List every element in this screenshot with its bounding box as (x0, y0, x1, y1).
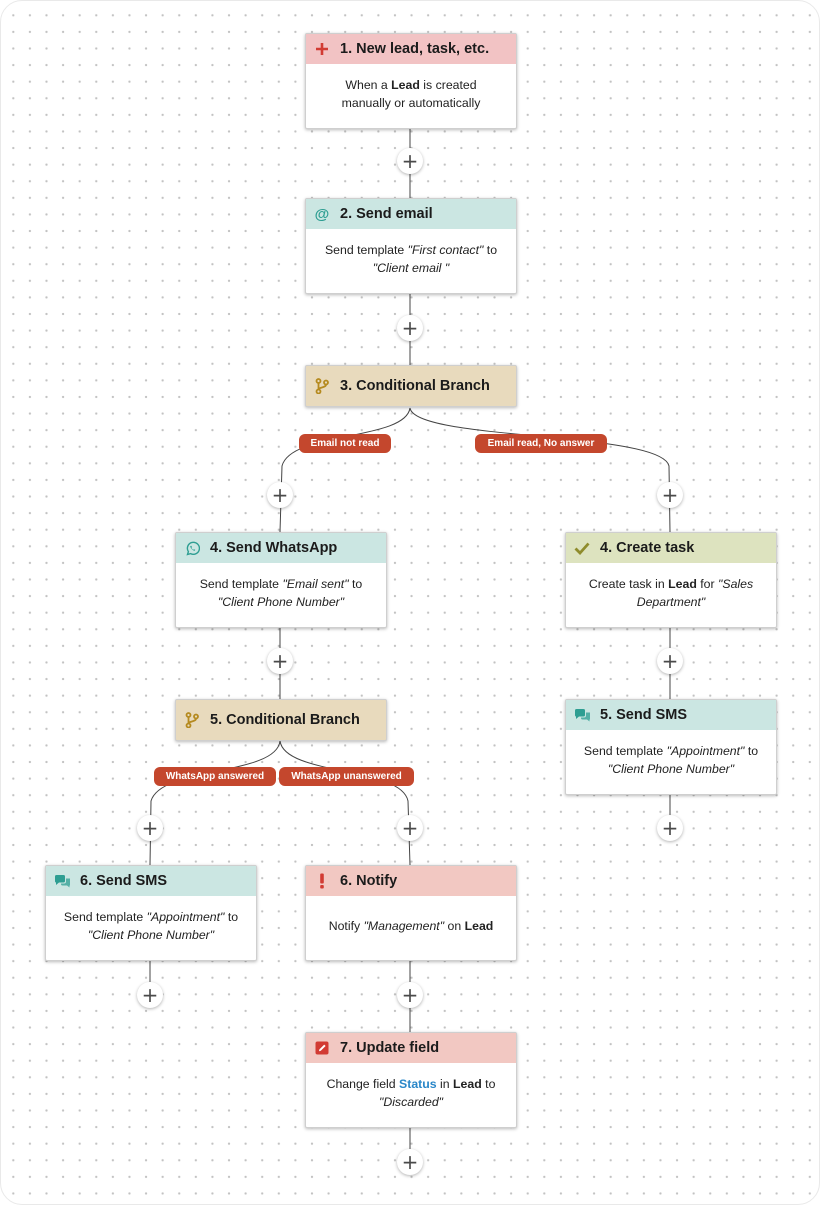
branch-label-whatsapp-answered: WhatsApp answered (154, 767, 276, 786)
node-title: 3. Conditional Branch (340, 378, 490, 394)
conditional-branch-node[interactable]: 5. Conditional Branch (175, 699, 387, 741)
node-description: Send template "Email sent" to "Client Ph… (199, 577, 363, 609)
node-header: @ 2. Send email (306, 199, 516, 229)
node-header: 5. Conditional Branch (176, 700, 386, 740)
action-node-notify[interactable]: 6. Notify Notify "Management" on Lead (305, 865, 517, 961)
add-step-button[interactable]: + (657, 815, 683, 841)
action-node-send-email[interactable]: @ 2. Send email Send template "First con… (305, 198, 517, 294)
action-node-send-sms[interactable]: 6. Send SMS Send template "Appointment" … (45, 865, 257, 961)
node-header: 4. Create task (566, 533, 776, 563)
exclamation-icon (314, 873, 330, 889)
node-header: 3. Conditional Branch (306, 366, 516, 406)
add-step-button[interactable]: + (397, 315, 423, 341)
at-sign-icon: @ (314, 205, 330, 223)
node-description: Send template "First contact" to "Client… (324, 243, 498, 275)
add-step-button[interactable]: + (137, 815, 163, 841)
chat-bubbles-icon (54, 873, 70, 889)
branch-icon (314, 378, 330, 394)
add-step-button[interactable]: + (397, 148, 423, 174)
action-node-update-field[interactable]: 7. Update field Change field Status in L… (305, 1032, 517, 1128)
conditional-branch-node[interactable]: 3. Conditional Branch (305, 365, 517, 407)
action-node-create-task[interactable]: 4. Create task Create task in Lead for "… (565, 532, 777, 628)
edit-icon (314, 1040, 330, 1056)
checkmark-icon (574, 540, 590, 556)
node-title: 2. Send email (340, 206, 433, 222)
add-step-button[interactable]: + (267, 648, 293, 674)
node-description: When a Lead is created manually or autom… (341, 78, 481, 110)
add-step-button[interactable]: + (657, 482, 683, 508)
branch-label-whatsapp-unanswered: WhatsApp unanswered (279, 767, 414, 786)
node-title: 7. Update field (340, 1040, 440, 1056)
node-header: 1. New lead, task, etc. (306, 34, 516, 64)
whatsapp-icon (184, 540, 200, 556)
node-header: 6. Send SMS (46, 866, 256, 896)
node-description: Send template "Appointment" to "Client P… (583, 744, 759, 776)
node-header: 6. Notify (306, 866, 516, 896)
add-step-button[interactable]: + (657, 648, 683, 674)
action-node-send-whatsapp[interactable]: 4. Send WhatsApp Send template "Email se… (175, 532, 387, 628)
trigger-node-new-lead[interactable]: 1. New lead, task, etc. When a Lead is c… (305, 33, 517, 129)
node-title: 4. Send WhatsApp (210, 540, 338, 556)
branch-label-email-not-read: Email not read (299, 434, 391, 453)
plus-icon (314, 41, 330, 57)
node-title: 4. Create task (600, 540, 695, 556)
add-step-button[interactable]: + (397, 1149, 423, 1175)
add-step-button[interactable]: + (397, 982, 423, 1008)
branch-icon (184, 712, 200, 728)
action-node-send-sms[interactable]: 5. Send SMS Send template "Appointment" … (565, 699, 777, 795)
node-description: Change field Status in Lead to "Discarde… (326, 1077, 496, 1109)
branch-label-email-read-no-answer: Email read, No answer (475, 434, 607, 453)
node-title: 6. Notify (340, 873, 398, 889)
add-step-button[interactable]: + (397, 815, 423, 841)
node-title: 5. Send SMS (600, 707, 688, 723)
chat-bubbles-icon (574, 707, 590, 723)
node-title: 1. New lead, task, etc. (340, 41, 490, 57)
field-link-status[interactable]: Status (399, 1077, 437, 1091)
node-title: 6. Send SMS (80, 873, 168, 889)
node-header: 4. Send WhatsApp (176, 533, 386, 563)
node-header: 5. Send SMS (566, 700, 776, 730)
add-step-button[interactable]: + (267, 482, 293, 508)
node-header: 7. Update field (306, 1033, 516, 1063)
node-description: Send template "Appointment" to "Client P… (63, 910, 239, 942)
add-step-button[interactable]: + (137, 982, 163, 1008)
node-title: 5. Conditional Branch (210, 712, 360, 728)
node-description: Create task in Lead for "Sales Departmen… (588, 577, 754, 609)
node-description: Notify "Management" on Lead (328, 919, 494, 933)
